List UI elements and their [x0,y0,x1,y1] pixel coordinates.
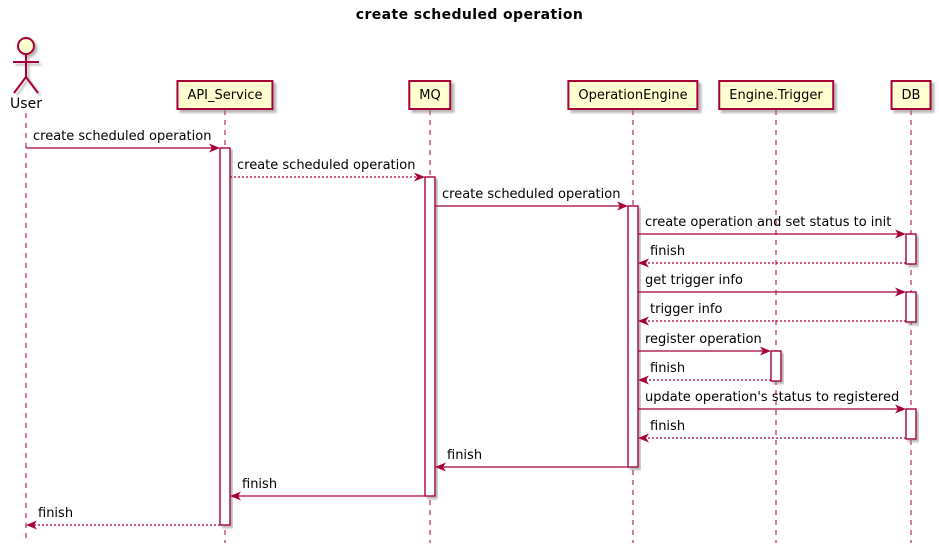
message-arrowhead [617,201,628,211]
message-label: finish [242,477,278,492]
message-label: finish [38,506,74,521]
message-arrowhead [26,520,37,530]
message-arrowhead [435,462,446,472]
participant-box-OperationEngine: OperationEngine [567,80,699,110]
message-arrowhead [895,287,906,297]
message-arrowhead [414,172,425,182]
activation-bar-DB [905,408,917,440]
message-arrowhead [638,433,649,443]
message-arrowhead [230,491,241,501]
participant-box-API_Service: API_Service [176,80,274,110]
actor-icon [13,37,39,94]
actor-leg-right [25,76,39,94]
actor-label: User [10,96,42,112]
message-arrowhead [760,346,771,356]
activation-bar-Engine_Trigger [770,350,782,382]
activation-bar-MQ [424,176,436,497]
activation-bar-API_Service [219,147,231,526]
message-arrowhead [638,316,649,326]
message-label: create scheduled operation [237,158,416,173]
activation-bar-DB [905,291,917,323]
message-label: finish [650,419,686,434]
participant-label: OperationEngine [578,87,688,103]
message-label: finish [650,244,686,259]
actor-head [17,37,35,55]
participant-label: MQ [419,87,441,103]
activation-bar-DB [905,233,917,265]
message-label: register operation [645,332,762,347]
participant-box-Engine_Trigger: Engine.Trigger [718,80,834,110]
message-label: finish [447,448,483,463]
diagram-title: create scheduled operation [355,7,584,23]
message-arrowhead [638,375,649,385]
message-label: create operation and set status to init [645,215,892,230]
message-arrowhead [638,258,649,268]
actor-leg-left [13,76,27,94]
participant-label: Engine.Trigger [729,87,823,103]
message-label: create scheduled operation [33,129,212,144]
message-arrowhead [895,404,906,414]
message-arrowhead [209,143,220,153]
message-label: update operation's status to registered [645,390,900,405]
participant-label: API_Service [187,87,263,103]
message-label: finish [650,361,686,376]
message-label: create scheduled operation [442,187,621,202]
activation-bar-OperationEngine [627,205,639,468]
participant-box-DB: DB [890,80,932,110]
message-label: get trigger info [645,273,743,288]
message-label: trigger info [650,302,723,317]
participant-box-MQ: MQ [408,80,452,110]
participant-label: DB [901,87,921,103]
message-arrowhead [895,229,906,239]
